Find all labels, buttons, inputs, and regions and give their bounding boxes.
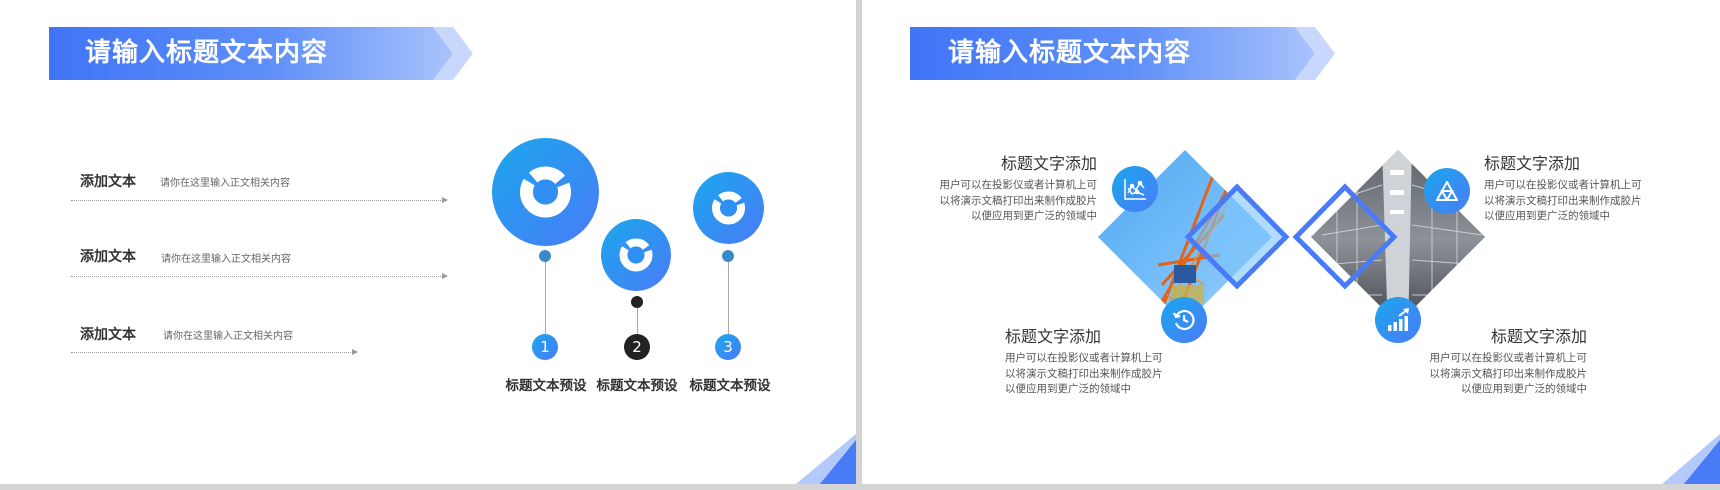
donut-circle-medium [601, 219, 671, 291]
title-banner: 请输入标题文本内容 [49, 27, 479, 80]
step-label: 标题文本预设 [505, 378, 587, 394]
step-number: 1 [532, 334, 558, 360]
row-text: 请你在这里输入正文相关内容 [161, 254, 291, 265]
banner-shape [910, 27, 1335, 80]
step-label: 标题文本预设 [689, 378, 771, 394]
row-text: 请你在这里输入正文相关内容 [163, 331, 293, 342]
title-banner: 请输入标题文本内容 [910, 27, 1340, 80]
text-block: 标题文字添加 用户可以在投影仪或者计算机上可 以将演示文稿打印出来制作成胶片 以… [1484, 150, 1674, 225]
step-label: 标题文本预设 [596, 378, 678, 394]
block-line: 以将演示文稿打印出来制作成胶片 [939, 194, 1098, 207]
block-line: 用户可以在投影仪或者计算机上可 [939, 179, 1098, 191]
block-heading: 标题文字添加 [1490, 327, 1587, 346]
connector-dot [539, 250, 551, 262]
slide-left[interactable]: 请输入标题文本内容 添加文本 请你在这里输入正文相关内容 添加文本 请你在这里输… [0, 0, 856, 484]
banner-shape [49, 27, 473, 80]
line-chart-icon [1112, 166, 1158, 212]
block-line: 以将演示文稿打印出来制作成胶片 [1484, 194, 1642, 207]
connector-line [637, 302, 638, 336]
slide-right[interactable]: 请输入标题文本内容 [862, 0, 1720, 484]
diamond-outline-left [1184, 183, 1290, 290]
corner-decoration [1662, 434, 1720, 484]
page-title: 请输入标题文本内容 [948, 38, 1192, 68]
connector-dot [722, 250, 734, 262]
row-label: 添加文本 [80, 249, 136, 265]
connector-line [545, 256, 546, 336]
triangle-icon [1424, 168, 1470, 214]
donut-circle-large [492, 138, 599, 246]
block-heading: 标题文字添加 [1000, 154, 1097, 173]
donut-circle-small [693, 172, 764, 244]
donut-chart-icon [520, 166, 571, 218]
block-heading: 标题文字添加 [1484, 154, 1581, 173]
step-number: 2 [624, 334, 650, 360]
block-line: 以便应用到更广泛的领域中 [1461, 383, 1587, 395]
connector-line [728, 256, 729, 336]
text-block: 标题文字添加 用户可以在投影仪或者计算机上可 以将演示文稿打印出来制作成胶片 以… [907, 150, 1098, 225]
diamond-outline-right [1292, 183, 1398, 290]
block-line: 以便应用到更广泛的领域中 [1005, 383, 1131, 395]
block-line: 以将演示文稿打印出来制作成胶片 [1429, 367, 1588, 380]
block-line: 以将演示文稿打印出来制作成胶片 [1005, 367, 1163, 380]
block-line: 以便应用到更广泛的领域中 [971, 210, 1097, 222]
connector-dot [631, 296, 643, 308]
dotted-arrow [71, 349, 358, 355]
text-block: 标题文字添加 用户可以在投影仪或者计算机上可 以将演示文稿打印出来制作成胶片 以… [1397, 323, 1588, 398]
page-title: 请输入标题文本内容 [85, 38, 329, 68]
row-label: 添加文本 [80, 174, 136, 190]
block-line: 用户可以在投影仪或者计算机上可 [1429, 352, 1588, 364]
dotted-arrow [71, 197, 448, 203]
donut-chart-icon [619, 238, 653, 272]
corner-decoration [796, 434, 856, 484]
step-number: 3 [715, 334, 741, 360]
block-line: 以便应用到更广泛的领域中 [1484, 210, 1610, 222]
block-heading: 标题文字添加 [1005, 327, 1102, 346]
block-line: 用户可以在投影仪或者计算机上可 [1484, 179, 1642, 191]
text-block: 标题文字添加 用户可以在投影仪或者计算机上可 以将演示文稿打印出来制作成胶片 以… [1005, 323, 1195, 398]
dotted-arrow [71, 273, 448, 279]
row-label: 添加文本 [80, 327, 136, 343]
row-text: 请你在这里输入正文相关内容 [160, 178, 290, 189]
bar-chart-icon [1375, 297, 1421, 343]
donut-chart-icon [712, 191, 745, 225]
block-line: 用户可以在投影仪或者计算机上可 [1005, 352, 1163, 364]
history-icon [1161, 297, 1207, 343]
